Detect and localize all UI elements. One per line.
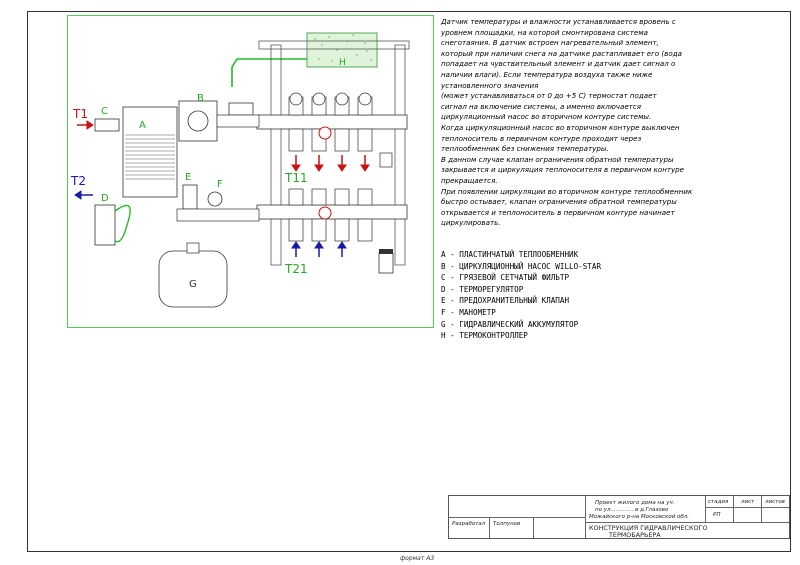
description-line: циркулировать. [441, 218, 501, 228]
label-b: B [197, 93, 204, 104]
legend-item-d: D - ТЕРМОРЕГУЛЯТОР [441, 284, 524, 294]
legend-item-f: F - МАНОМЕТР [441, 307, 496, 317]
label-c: C [101, 106, 108, 117]
label-t11: T11 [284, 171, 308, 185]
component-legend: A - ПЛАСТИНЧАТЫЙ ТЕПЛООБМЕННИК B - ЦИРКУ… [441, 249, 771, 342]
label-f: F [217, 179, 223, 190]
drain-cap [379, 249, 393, 254]
tb-stage-header: стадия [708, 499, 729, 505]
thermostat-sensor-loop [114, 204, 131, 243]
label-a: A [139, 120, 146, 131]
diagram-frame [67, 15, 434, 328]
tb-title-line2: ТЕРМОБАРЬЕРА [609, 531, 661, 539]
lower-outlets [288, 218, 373, 242]
return-arrows [291, 241, 347, 257]
supply-arrows [291, 155, 370, 172]
heat-exchanger-plates [125, 134, 175, 180]
upper-outlets [288, 128, 373, 152]
tb-sheet-header: лист [741, 499, 755, 505]
hydraulic-diagram: H T11 T21 [70, 32, 410, 308]
outlet-arrow [74, 190, 93, 200]
supply-pipe [216, 114, 260, 128]
tb-sheets-header: листов [765, 499, 785, 505]
tb-divider-v2 [705, 496, 706, 522]
supply-manifold [256, 114, 408, 130]
accumulator-connector [186, 242, 200, 254]
format-label: формат А3 [400, 555, 435, 562]
pump-b-impeller [187, 110, 209, 132]
description-line: закрывается и циркуляция теплоносителя в… [441, 165, 685, 175]
inlet-arrow [77, 120, 94, 130]
flow-meters [288, 188, 373, 206]
tb-divider-v6 [533, 517, 534, 538]
label-t2: T2 [70, 174, 86, 188]
label-t1: T1 [72, 107, 88, 121]
label-h: H [339, 58, 346, 68]
description-line: быстро остывает, клапан ограничения обра… [441, 197, 677, 207]
description-line: теплообменник без снижения температуры. [441, 144, 609, 154]
description-line: сигнал на включение системы, а именно вк… [441, 101, 641, 111]
return-thermometer [318, 206, 332, 220]
legend-item-e: E - ПРЕДОХРАНИТЕЛЬНЫЙ КЛАПАН [441, 296, 570, 306]
tb-divider-v3 [733, 496, 734, 522]
label-g: G [189, 279, 197, 290]
manifold-bracket-right [394, 44, 406, 266]
mounting-rail [258, 40, 410, 50]
air-vent [379, 152, 393, 168]
legend-item-c: C - ГРЯЗЕВОЙ СЕТЧАТЫЙ ФИЛЬТР [441, 273, 570, 283]
tb-title-line1: КОНСТРУКЦИЯ ГИДРАВЛИЧЕСКОГО [589, 524, 708, 532]
tb-divider-h1 [705, 507, 789, 508]
description-line: (может устанавливаться от 0 до +5 С) тер… [441, 91, 657, 101]
tb-developer-name: Толпунов [493, 521, 521, 527]
supply-thermometer [318, 126, 332, 140]
thermocontroller-h [306, 32, 378, 68]
title-block: стадия лист листов РП Проект жилого дома… [448, 495, 790, 539]
label-t21: T21 [284, 262, 308, 276]
manifold-bracket-left [270, 44, 282, 266]
description-line: уровнем площадки, на которой смонтирован… [441, 27, 648, 37]
heat-exchanger-a [122, 106, 178, 198]
description-line: Датчик температуры и влажности устанавли… [441, 17, 676, 26]
tb-stage-value: РП [713, 512, 721, 518]
drawing-sheet-frame [27, 11, 791, 552]
legend-item-h: H - ТЕРМОКОНТРОЛЛЕР [441, 331, 528, 341]
return-pipe [176, 208, 260, 222]
description-text: Датчик температуры и влажности устанавли… [441, 17, 783, 229]
legend-item-g: G - ГИДРАВЛИЧЕСКИЙ АККУМУЛЯТОР [441, 319, 579, 329]
description-line: прекращается. [441, 175, 498, 185]
label-e: E [185, 172, 191, 183]
tb-project-line2: по ул............. в д.Глазово [595, 507, 669, 513]
description-line: Когда циркуляционный насос во вторичном … [441, 122, 680, 132]
description-line: попадает на чувствительный элемент и дат… [441, 59, 676, 69]
thermostat-d [94, 204, 116, 246]
tb-divider-v1 [585, 496, 586, 538]
label-d: D [101, 193, 109, 204]
safety-valve-e [182, 184, 198, 210]
filter-c [94, 118, 120, 132]
description-line: открывается и теплоноситель в первичном … [441, 207, 675, 217]
description-line: наличии влаги). Если температура воздуха… [441, 69, 653, 79]
ball-valve [228, 102, 254, 116]
tb-divider-v5 [489, 517, 490, 538]
return-manifold [256, 204, 408, 220]
description-line: циркуляционный насос во вторичном контур… [441, 112, 652, 122]
tb-project-line3: Можайского р-на Московской обл. [589, 514, 690, 520]
legend-item-b: B - ЦИРКУЛЯЦИОННЫЙ НАСОС WILLO-STAR [441, 261, 602, 271]
description-line: При появлении циркуляции во вторичном ко… [441, 186, 693, 196]
drain-fitting [378, 252, 394, 274]
tb-divider-h2 [585, 522, 789, 523]
tb-divider-h3 [449, 517, 585, 518]
description-line: В данном случае клапан ограничения обрат… [441, 154, 674, 164]
sensor-cable [231, 58, 307, 87]
description-line: теплоноситель в первичном контуре проход… [441, 133, 642, 143]
manometer-f [207, 191, 223, 207]
tb-project-line1: Проект жилого дома на уч. [595, 500, 675, 506]
legend-item-a: A - ПЛАСТИНЧАТЫЙ ТЕПЛООБМЕННИК [441, 250, 579, 259]
description-line: установленного значения [441, 80, 539, 90]
tb-developed-label: Разработал [452, 521, 486, 527]
description-line: снеготаяния. В датчик встроен нагревател… [441, 38, 659, 48]
actuator-heads [288, 92, 373, 116]
description-line: который при наличии снега на датчике рас… [441, 48, 682, 58]
tb-divider-v4 [761, 496, 762, 522]
